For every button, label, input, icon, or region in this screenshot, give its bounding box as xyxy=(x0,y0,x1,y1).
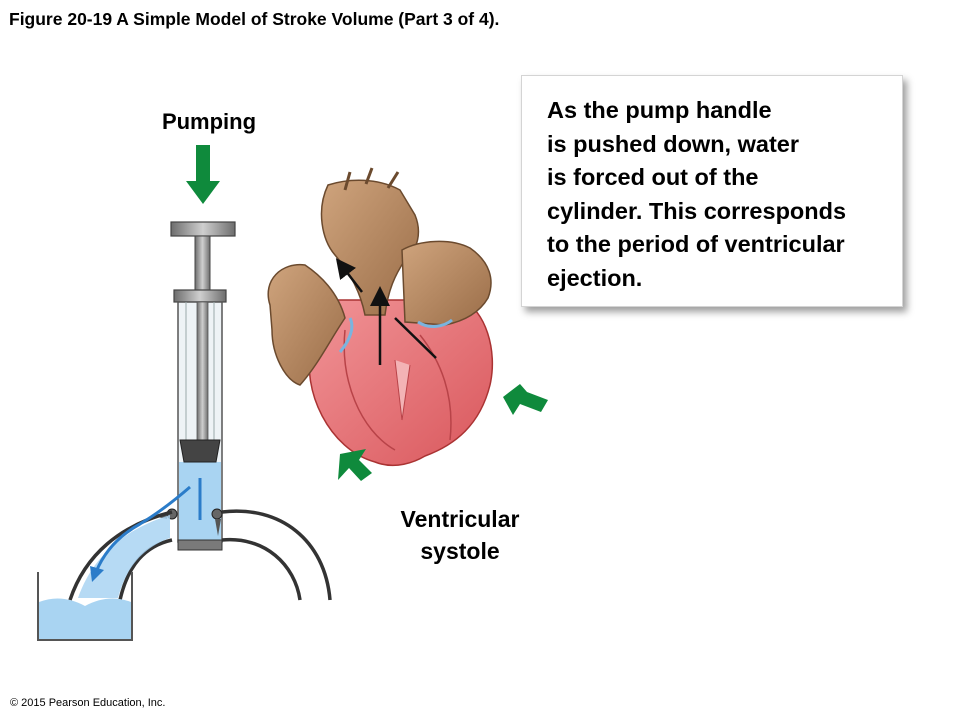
pumping-label: Pumping xyxy=(161,109,257,134)
left-atrium xyxy=(267,264,346,386)
pump xyxy=(152,221,236,551)
pump-cap xyxy=(173,289,227,303)
systole-label-line-1: Ventricular xyxy=(400,506,520,532)
pump-rod xyxy=(194,235,211,293)
callout-line-1: As the pump handle xyxy=(547,97,772,123)
figure-title: Figure 20-19 A Simple Model of Stroke Vo… xyxy=(9,9,500,29)
callout-line-2: is pushed down, water xyxy=(547,130,800,157)
explanation-callout: As the pump handle is pushed down, water… xyxy=(521,75,903,307)
inlet-tube xyxy=(221,509,332,601)
systole-label-line-2: systole xyxy=(420,538,500,564)
ventricular-systole-label: Ventricular systole xyxy=(372,503,548,567)
callout-line-6: ejection. xyxy=(547,264,643,291)
callout-line-3: is forced out of the xyxy=(547,164,759,190)
pump-handle xyxy=(170,221,236,237)
right-atrium xyxy=(401,240,492,326)
outlet-valve-icon xyxy=(211,508,223,520)
compression-arrow-icon xyxy=(338,384,548,481)
copyright-notice: © 2015 Pearson Education, Inc. xyxy=(10,697,166,709)
callout-line-4: cylinder. This corresponds xyxy=(547,197,847,224)
outlet-tube xyxy=(68,485,191,601)
aorta xyxy=(320,179,420,316)
pumping-arrow-icon xyxy=(186,145,220,204)
flow-arrow-icon xyxy=(90,566,104,582)
pump-plunger xyxy=(179,439,221,463)
beaker xyxy=(37,572,133,641)
heart xyxy=(267,167,494,467)
callout-line-5: to the period of ventricular xyxy=(547,231,845,257)
